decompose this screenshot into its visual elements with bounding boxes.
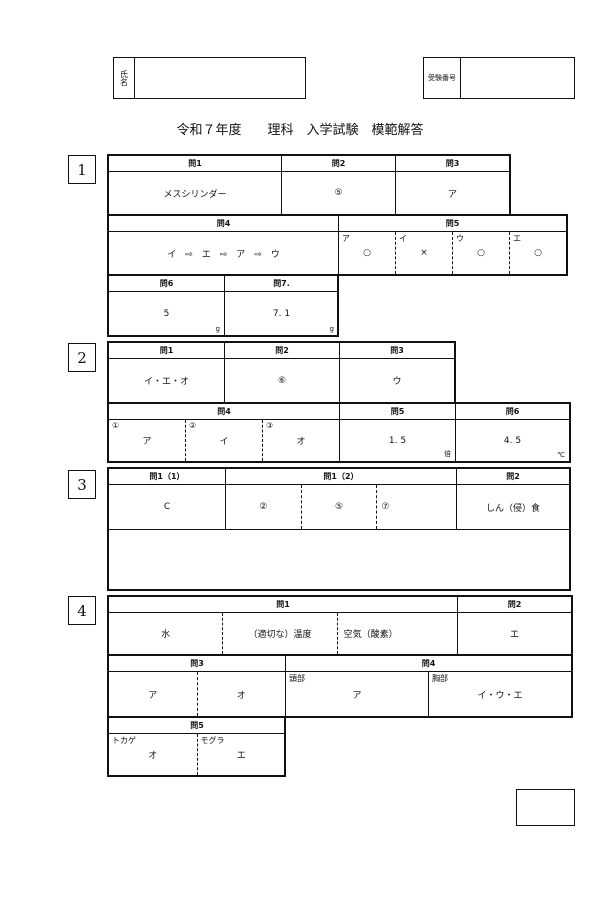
answer: メスシリンダー [163, 189, 227, 200]
answer: オ [196, 672, 286, 716]
answer: ア [142, 437, 152, 447]
answer: エ [509, 630, 519, 640]
answer: ⑤ [300, 485, 377, 529]
answer: ア [447, 189, 457, 200]
section-number: 4 [68, 596, 96, 625]
answer: 5 [163, 308, 170, 319]
answer: オ [148, 751, 158, 761]
answer: 水 [161, 630, 171, 640]
answer: エ [236, 751, 246, 761]
s1-q5: 問5 ア○ イ× ウ○ エ○ [338, 215, 567, 275]
s4-q4: 問4 頭部ア 胸部イ・ウ・エ [285, 655, 572, 717]
s4-q3: 問3 ア オ [108, 655, 286, 717]
answer: イ・ウ・エ [477, 690, 523, 701]
s4-q5: 問5 トカゲオ モグラエ [108, 717, 286, 776]
answer: しん（侵）食 [485, 503, 540, 514]
answer: ⑤ [334, 188, 343, 198]
answer: 空気（酸素） [336, 613, 457, 654]
answer: ② [259, 502, 268, 512]
answer: ⑦ [376, 485, 456, 529]
answer: 7. 1 [272, 308, 291, 319]
answer: （適切な）温度 [222, 613, 336, 654]
answer: イ [219, 437, 229, 447]
answer: 1. 5 [388, 435, 407, 446]
answer: ア [148, 690, 158, 701]
section-number: 1 [68, 155, 96, 184]
answer: ア [352, 690, 362, 701]
name-label: 氏名 [114, 58, 135, 98]
answer: ○ [477, 248, 485, 258]
section-number: 2 [68, 343, 96, 372]
answer: ○ [534, 248, 542, 258]
exam-number-box[interactable]: 受験番号 [423, 57, 575, 99]
answer: ○ [363, 248, 371, 258]
answer: C [163, 502, 171, 512]
score-box[interactable] [516, 789, 575, 826]
answer: イ・エ・オ [143, 377, 189, 387]
name-box[interactable]: 氏名 [113, 57, 306, 99]
section-number: 3 [68, 470, 96, 499]
answer: イ ⇨ エ ⇨ ア ⇨ ウ [167, 249, 280, 260]
s4-q1: 問1 水 （適切な）温度 空気（酸素） [108, 596, 458, 655]
answer: ウ [392, 377, 402, 387]
answer: × [420, 248, 428, 258]
page-title: 令和７年度 理科 入学試験 模範解答 [176, 123, 424, 138]
exam-number-label: 受験番号 [424, 58, 461, 98]
answer: ⑥ [277, 375, 287, 386]
s3-q1-1: 問1（1）C [108, 468, 226, 530]
s3-q1-2: 問1（2） ② ⑤ ⑦ [225, 468, 457, 530]
answer: オ [296, 437, 306, 447]
answer: 4. 5 [503, 435, 522, 446]
